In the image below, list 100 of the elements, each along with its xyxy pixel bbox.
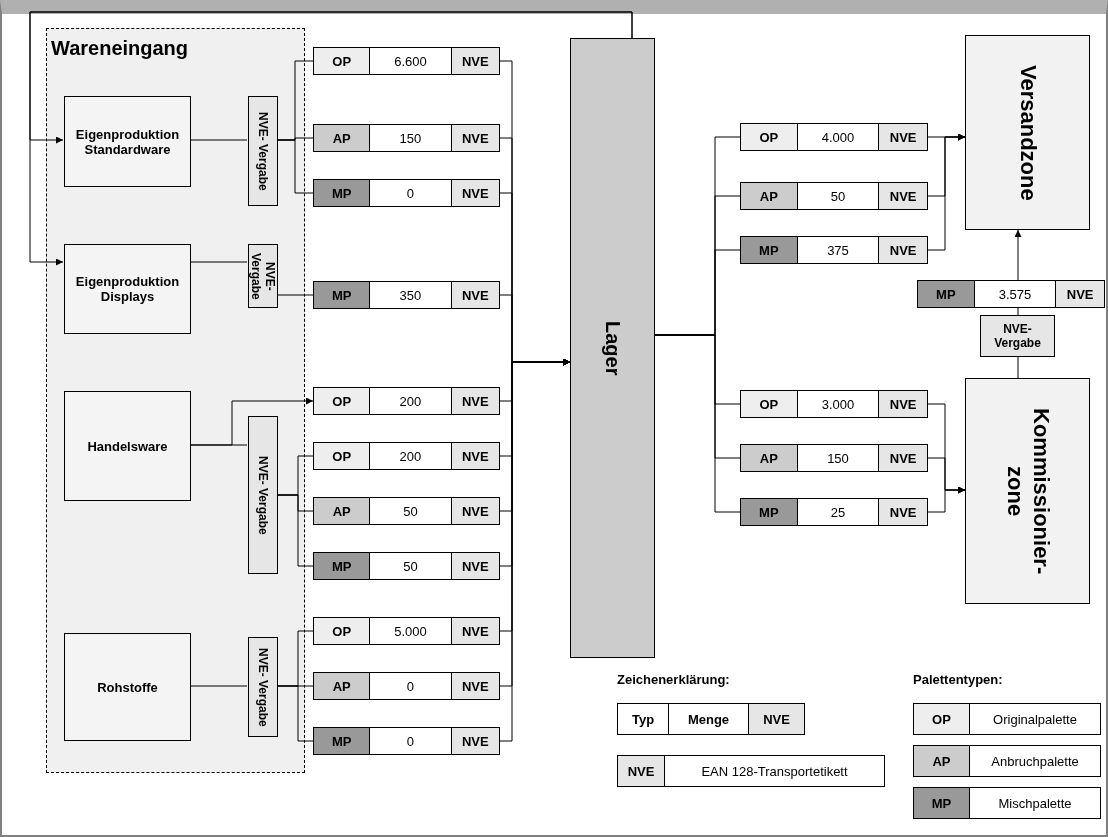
key-text: NVE: [617, 755, 665, 787]
quantity: 0: [370, 673, 452, 699]
label-code: NVE: [451, 48, 499, 74]
quantity: 6.600: [370, 48, 452, 74]
quantity: 0: [370, 728, 452, 754]
pallet-row: [917, 280, 1105, 308]
pallet-type: AP: [314, 498, 371, 524]
label-code: NVE: [879, 391, 927, 417]
pallet-row: [740, 498, 928, 526]
pallet-type: OP: [741, 391, 798, 417]
box-text: NVE- Vergabe: [256, 647, 270, 727]
label-code: NVE: [451, 125, 499, 151]
tag-box: [980, 315, 1055, 357]
tag-box: [248, 244, 278, 308]
pallet-row: [313, 497, 500, 525]
box-text: Eigenproduktion Standardware: [74, 126, 181, 157]
process-box: [64, 244, 191, 334]
label-code: NVE: [451, 673, 499, 699]
label-code: NVE: [879, 183, 927, 209]
quantity: 0: [370, 180, 452, 206]
zone-box: [965, 35, 1090, 230]
key-text: Menge: [668, 703, 749, 735]
arrow: [927, 486, 966, 513]
group-frame: [46, 28, 305, 773]
pallet-row: [313, 179, 500, 207]
tag-box: [248, 96, 278, 206]
pallet-row: [313, 727, 500, 755]
process-box: [64, 96, 191, 187]
pallet-type: MP: [741, 237, 798, 263]
connector-line: [276, 685, 314, 742]
box-text: NVE- Vergabe: [256, 111, 270, 191]
pallet-type: OP: [314, 618, 371, 644]
legend-swatch: AP: [913, 745, 970, 777]
key-description: EAN 128-Transportetikett: [664, 755, 885, 787]
key-text: NVE: [748, 703, 805, 735]
box-text: NVE- Vergabe: [256, 455, 270, 535]
pallet-type: MP: [314, 180, 371, 206]
quantity: 5.000: [370, 618, 452, 644]
quantity: 50: [370, 553, 452, 579]
pallet-type: OP: [314, 48, 371, 74]
pallet-row: [313, 617, 500, 645]
connector-line: [276, 494, 314, 567]
pallet-row: [740, 444, 928, 472]
pallet-row: [313, 47, 500, 75]
legend-text: Mischpalette: [969, 787, 1101, 819]
pallet-type: AP: [741, 445, 798, 471]
label-code: NVE: [451, 388, 499, 414]
process-box: [64, 391, 191, 501]
arrow: [29, 11, 633, 266]
arrow: [927, 133, 966, 251]
pallet-type: OP: [741, 124, 798, 150]
storage-bar: [570, 38, 655, 658]
label-code: NVE: [451, 498, 499, 524]
connector-line: [189, 261, 248, 263]
label-code: NVE: [879, 445, 927, 471]
pallet-type: MP: [314, 728, 371, 754]
label-code: NVE: [451, 443, 499, 469]
legend-text: Originalpalette: [969, 703, 1101, 735]
legend-swatch: OP: [913, 703, 970, 735]
pallet-row: [313, 281, 500, 309]
pallet-type: OP: [314, 443, 371, 469]
pallet-type: AP: [314, 125, 371, 151]
box-text: Versandzone: [1014, 63, 1041, 203]
connector-line: [189, 444, 248, 446]
tag-box: [248, 637, 278, 737]
pallet-row: [313, 442, 500, 470]
label-code: NVE: [451, 618, 499, 644]
zone-box: [965, 378, 1090, 604]
legend-swatch: MP: [913, 787, 970, 819]
box-text: Handelsware: [87, 438, 168, 454]
pallet-row: [313, 387, 500, 415]
pallet-type: MP: [314, 282, 371, 308]
label-code: NVE: [879, 124, 927, 150]
process-box: [64, 633, 191, 741]
pallet-type: MP: [741, 499, 798, 525]
tag-box: [248, 416, 278, 574]
pallet-row: [740, 182, 928, 210]
label-code: NVE: [879, 499, 927, 525]
box-text: Kommissionier- zone: [1001, 406, 1054, 577]
legend-text: Anbruchpalette: [969, 745, 1101, 777]
legend-heading: Palettentypen:: [913, 672, 1004, 689]
label-code: NVE: [879, 237, 927, 263]
quantity: 350: [370, 282, 452, 308]
key-text: Typ: [617, 703, 669, 735]
pallet-type: MP: [314, 553, 371, 579]
pallet-row: [313, 552, 500, 580]
connector-line: [276, 139, 314, 194]
label-code: NVE: [1056, 281, 1104, 307]
group-title: Wareneingang: [51, 37, 189, 60]
connector-line: [1017, 307, 1019, 316]
box-text: Rohstoffe: [97, 679, 158, 695]
pallet-row: [740, 236, 928, 264]
label-code: NVE: [451, 282, 499, 308]
pallet-row: [740, 123, 928, 151]
label-code: NVE: [451, 728, 499, 754]
pallet-row: [740, 390, 928, 418]
quantity: 50: [370, 498, 452, 524]
quantity: 200: [370, 388, 452, 414]
box-text: Eigenproduktion Displays: [74, 274, 181, 304]
legend-heading: Zeichenerklärung:: [617, 672, 731, 689]
